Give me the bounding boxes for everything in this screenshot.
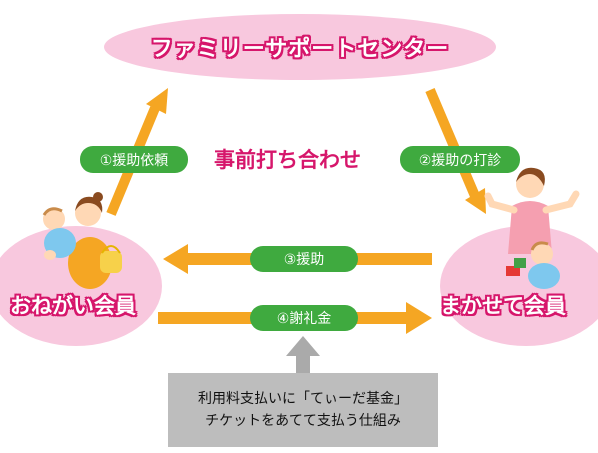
funding-note-box: 利用料支払いに「てぃーだ基金」 チケットをあてて支払う仕組み xyxy=(168,373,438,447)
support-center-ellipse: ファミリーサポートセンター xyxy=(104,14,496,80)
step-payment-label: ④謝礼金 xyxy=(276,311,332,327)
step-assistance-label: ③援助 xyxy=(283,252,325,268)
inquiry-arrow xyxy=(425,88,486,214)
funding-note-line2: チケットをあてて支払う仕組み xyxy=(205,413,401,429)
provider-illustration xyxy=(484,167,580,289)
support-center-title: ファミリーサポートセンター xyxy=(150,37,450,62)
requester-illustration xyxy=(42,192,122,289)
step-payment-pill: ④謝礼金 xyxy=(250,305,358,331)
step-request-pill: ①援助依頼 xyxy=(80,146,188,173)
step-request-label: ①援助依頼 xyxy=(99,152,169,169)
step-inquiry-pill: ②援助の打診 xyxy=(400,146,520,173)
step-assistance-pill: ③援助 xyxy=(250,246,358,272)
note-arrow xyxy=(286,336,320,373)
requester-label: おねがい会員 xyxy=(10,294,136,318)
step-inquiry-label: ②援助の打診 xyxy=(418,152,502,169)
meeting-label: 事前打ち合わせ xyxy=(214,148,361,172)
provider-label: まかせて会員 xyxy=(440,294,566,318)
funding-note-line1: 利用料支払いに「てぃーだ基金」 xyxy=(198,391,408,407)
